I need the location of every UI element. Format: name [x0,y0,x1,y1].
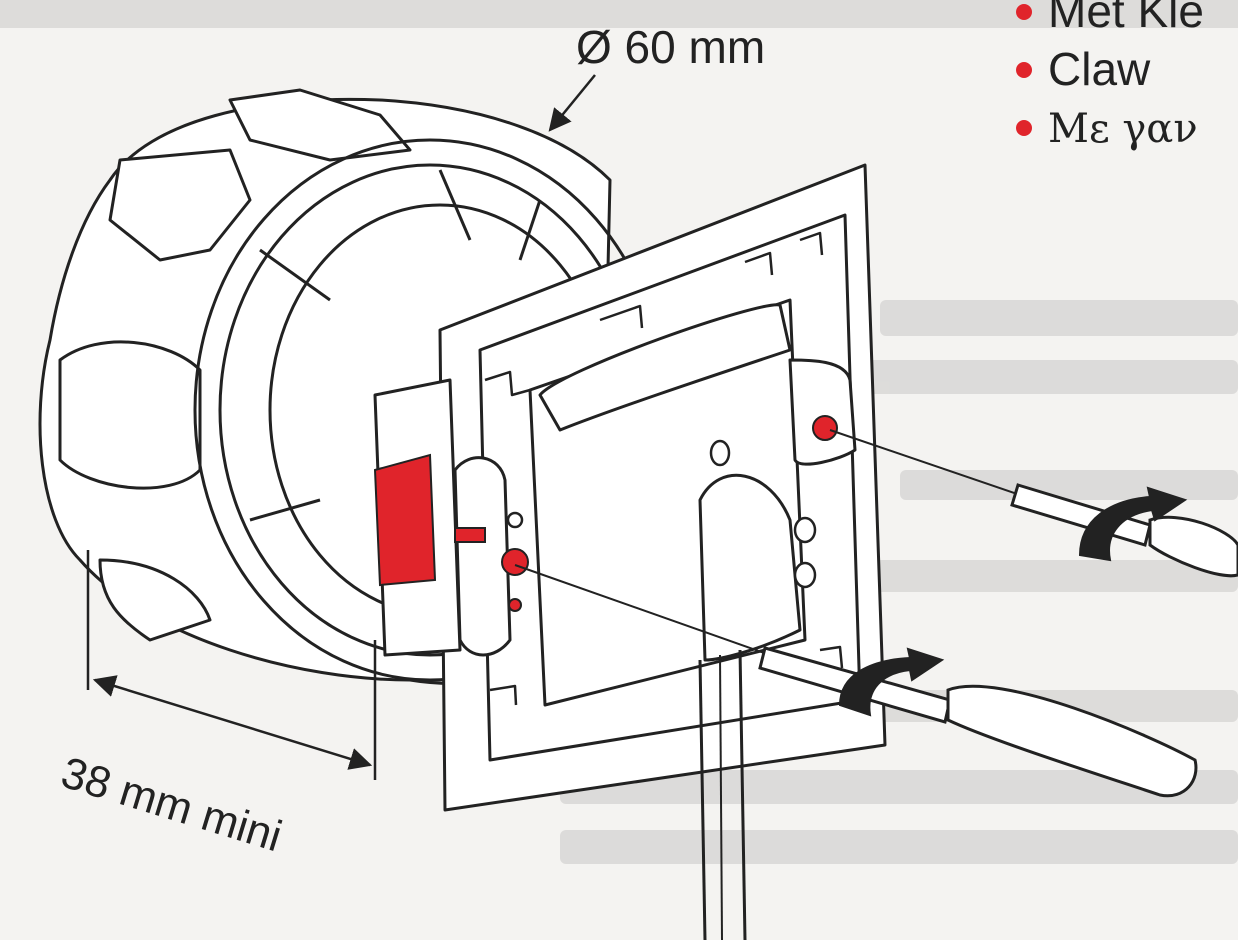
rotate-arrow-lower [838,647,945,717]
bullet-icon [1016,62,1032,78]
legend-text: Met Kle [1048,0,1204,37]
box-bottom-lug [98,558,212,642]
bullet-icon [1016,4,1032,20]
support-post [698,649,747,940]
rotation-arrows [838,486,1188,717]
legend-text: Με γαν [1048,106,1198,152]
diameter-leader [548,74,596,132]
legend-text: Claw [1048,43,1151,95]
plate-frame-notches [484,231,844,706]
claw-left [373,453,437,587]
mechanism-centre [698,473,802,662]
depth-arrow [92,675,373,770]
bullet-icon [1016,120,1032,136]
dimension-lines [86,74,596,780]
fixing-screw-left [501,548,529,576]
claw-arm [454,527,486,543]
background-bleed [0,0,1238,864]
box-side-lug [58,340,202,490]
box-ear-top [228,88,412,162]
diameter-label: Ø 60 mm [576,21,766,73]
keyhole-slot [453,456,512,657]
box-ear-left [108,148,252,262]
side-clamp [788,358,857,466]
fixing-screw-right [812,415,838,441]
mechanism-top [538,303,792,432]
plate-holes [506,439,817,589]
claw-highlight [373,415,838,612]
rotate-arrow-upper [1078,486,1188,562]
claw-dot [508,598,522,612]
switch-plate [373,163,887,812]
